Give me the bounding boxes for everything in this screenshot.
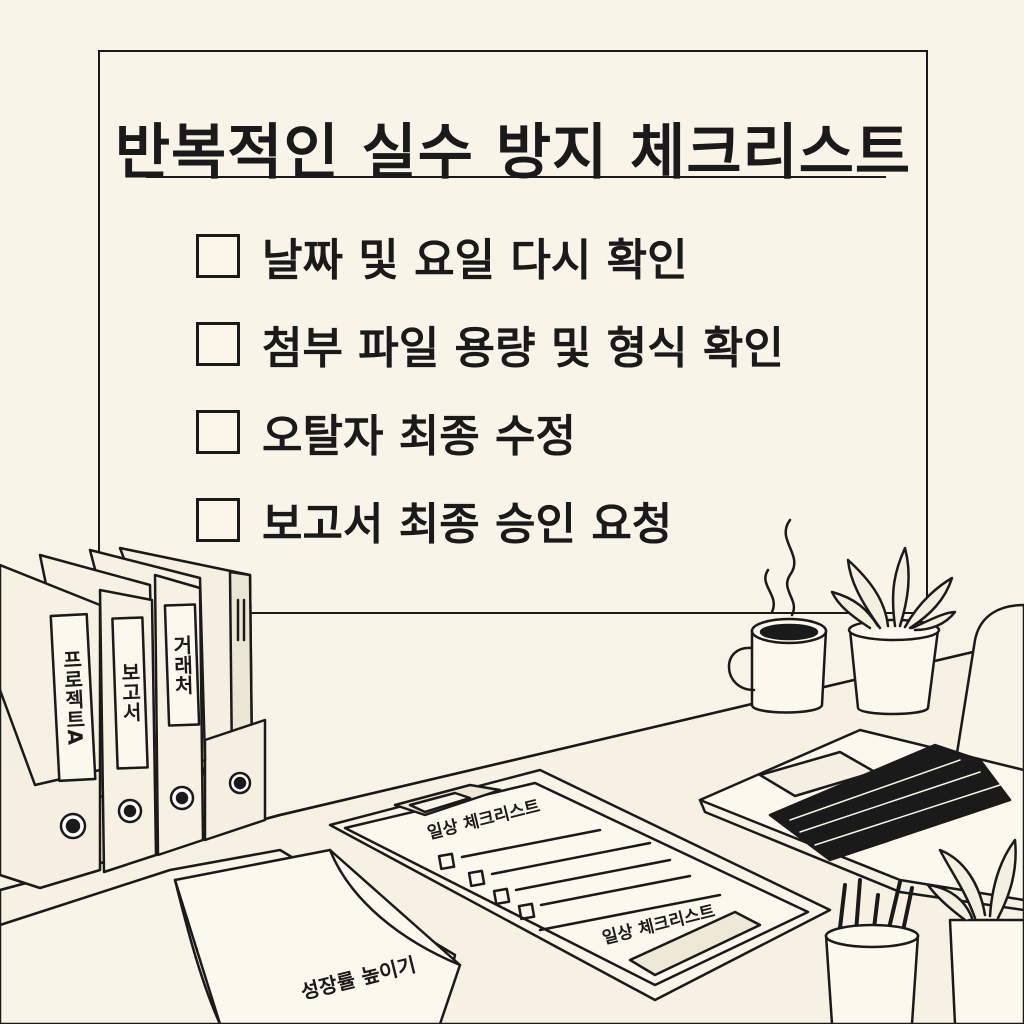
checkbox[interactable] — [196, 410, 240, 454]
laptop-icon — [698, 603, 1024, 912]
coffee-cup-icon — [727, 518, 828, 714]
checklist-item[interactable]: 오탈자 최종 수정 — [196, 388, 784, 476]
checklist-item-label: 첨부 파일 용량 및 형식 확인 — [262, 323, 784, 374]
binder-label: 보고서 — [117, 662, 143, 723]
checklist-item[interactable]: 날짜 및 요일 다시 확인 — [196, 212, 784, 300]
clipboard-icon — [328, 768, 832, 1002]
checklist-item-label: 날짜 및 요일 다시 확인 — [262, 235, 688, 286]
checklist-item[interactable]: 첨부 파일 용량 및 형식 확인 — [196, 300, 784, 388]
pen-holder-icon — [824, 878, 920, 1024]
potted-plant-icon — [926, 838, 1024, 1024]
title-divider — [146, 176, 886, 178]
checklist-item[interactable]: 보고서 최종 승인 요청 — [196, 476, 784, 564]
binder-label: 거래처 — [169, 634, 195, 695]
checkbox[interactable] — [196, 498, 240, 542]
potted-plant-icon — [830, 546, 957, 716]
binder-label: 프로젝트A — [59, 649, 88, 746]
checkbox[interactable] — [196, 322, 240, 366]
binder-icon — [0, 546, 267, 890]
notepad-icon — [0, 848, 462, 1024]
checklist-item-label: 오탈자 최종 수정 — [262, 411, 576, 462]
checklist: 날짜 및 요일 다시 확인 첨부 파일 용량 및 형식 확인 오탈자 최종 수정… — [196, 212, 784, 564]
checklist-item-label: 보고서 최종 승인 요청 — [262, 499, 673, 550]
checkbox[interactable] — [196, 234, 240, 278]
checklist-board: 반복적인 실수 방지 체크리스트 날짜 및 요일 다시 확인 첨부 파일 용량 … — [98, 50, 928, 614]
